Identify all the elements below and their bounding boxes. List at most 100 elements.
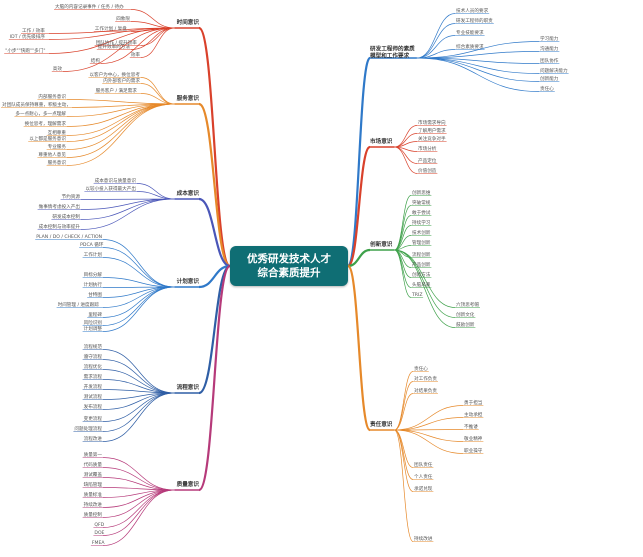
branch-innovation-label[interactable]: 创新意识 bbox=[369, 240, 393, 248]
branch-time-item[interactable]: 团队协作 / 提升效率 bbox=[96, 39, 138, 46]
branch-plan-item[interactable]: 里程碑 bbox=[88, 311, 102, 318]
branch-innovation-item[interactable]: 创新文化 bbox=[456, 311, 475, 318]
branch-innovation-item[interactable]: 六顶思考帽 bbox=[456, 301, 479, 308]
branch-quality-item[interactable]: 质量控制 bbox=[84, 511, 103, 518]
branch-market-item[interactable]: 价值创造 bbox=[418, 167, 437, 174]
branch-plan-item[interactable]: PDCA 循环 bbox=[80, 241, 104, 248]
branch-time-label[interactable]: 时间意识 bbox=[177, 18, 200, 26]
branch-cost-label[interactable]: 成本意识 bbox=[177, 189, 200, 197]
branch-responsibility-label[interactable]: 责任意识 bbox=[370, 420, 393, 428]
branch-role-item[interactable]: 问题解决能力 bbox=[540, 67, 568, 74]
branch-responsibility-item[interactable]: 不推诿 bbox=[464, 423, 478, 430]
branch-service-item[interactable]: 内部服务意识 bbox=[38, 93, 66, 100]
branch-innovation-item[interactable]: 头脑风暴 bbox=[412, 281, 431, 288]
branch-quality-item[interactable]: 测试覆盖 bbox=[84, 471, 103, 478]
branch-responsibility-item[interactable]: 对结果负责 bbox=[414, 387, 437, 394]
branch-cost-item[interactable]: 节约资源 bbox=[62, 193, 81, 200]
branch-plan-item[interactable]: 计划执行 bbox=[84, 281, 103, 288]
branch-innovation-item[interactable]: 创新思维 bbox=[412, 189, 431, 196]
branch-innovation-item[interactable]: 管理创新 bbox=[412, 239, 431, 246]
branch-responsibility-item[interactable]: 勇于担当 bbox=[464, 399, 483, 406]
branch-service-item[interactable]: 互相尊重 bbox=[48, 129, 67, 136]
branch-time-item[interactable]: 效率 bbox=[131, 51, 141, 58]
branch-cost-item[interactable]: 成本控制与效率提升 bbox=[39, 223, 81, 230]
branch-service-item[interactable]: 以上都是服务意识 bbox=[29, 135, 66, 142]
branch-role-item[interactable]: 综合素质要求 bbox=[456, 43, 484, 50]
branch-market-item[interactable]: 了解用户需求 bbox=[418, 127, 446, 134]
branch-plan-label[interactable]: 计划意识 bbox=[177, 277, 200, 285]
branch-plan-item[interactable]: 时间管理 / 进度跟踪 bbox=[58, 301, 100, 308]
branch-market-item[interactable]: 市场分析 bbox=[418, 145, 437, 152]
branch-process-item[interactable]: 需求流程 bbox=[84, 373, 103, 380]
branch-quality-item[interactable]: 代码质量 bbox=[84, 461, 103, 468]
branch-process-item[interactable]: 开发流程 bbox=[84, 383, 103, 390]
branch-innovation-item[interactable]: 流程创新 bbox=[412, 251, 431, 258]
branch-process-item[interactable]: 测试流程 bbox=[84, 393, 103, 400]
central-topic[interactable]: 优秀研发技术人才 综合素质提升 bbox=[230, 246, 348, 286]
branch-time-item[interactable]: "小步""快跑""多门" bbox=[5, 47, 45, 54]
branch-innovation-item[interactable]: 产品创新 bbox=[412, 261, 431, 268]
branch-quality-label[interactable]: 质量意识 bbox=[177, 480, 200, 488]
branch-role-item[interactable]: 沟通能力 bbox=[540, 45, 559, 52]
branch-quality-item[interactable]: 持续改进 bbox=[84, 501, 103, 508]
branch-role-item[interactable]: 团队协作 bbox=[540, 57, 559, 64]
branch-innovation-item[interactable]: 持续学习 bbox=[412, 219, 431, 226]
branch-time-item[interactable]: 四象限 bbox=[116, 15, 130, 22]
branch-process-label[interactable]: 流程意识 bbox=[177, 383, 200, 391]
branch-time-item[interactable]: 高效 bbox=[53, 65, 63, 72]
branch-service-item[interactable]: 尊重他人意见 bbox=[38, 151, 66, 158]
branch-innovation-item[interactable]: 鼓励创新 bbox=[456, 321, 475, 328]
branch-plan-item[interactable]: 计划调整 bbox=[84, 325, 103, 332]
branch-quality-item[interactable]: 质量标准 bbox=[84, 491, 103, 498]
branch-market-item[interactable]: 关注竞争对手 bbox=[418, 135, 446, 142]
branch-process-item[interactable]: 流程规范 bbox=[84, 343, 103, 350]
branch-responsibility-item[interactable]: 敬业精神 bbox=[464, 435, 483, 442]
branch-role-item[interactable]: 技术人员的要求 bbox=[456, 7, 489, 14]
branch-cost-item[interactable]: 做事情考虑投入产出 bbox=[39, 203, 81, 210]
branch-responsibility-item[interactable]: 主动承担 bbox=[464, 411, 483, 418]
branch-role-item[interactable]: 专业技能要求 bbox=[456, 29, 484, 36]
branch-time-item[interactable]: 工作 / 效率 bbox=[22, 27, 45, 34]
branch-time-item[interactable]: 大脑的内容记录事件 / 任务 / 待办 bbox=[55, 3, 124, 10]
branch-responsibility-item[interactable]: 持续改进 bbox=[414, 535, 433, 542]
branch-responsibility-item[interactable]: 承诺兑现 bbox=[414, 485, 433, 492]
branch-time-item[interactable]: 提升效率的方法 bbox=[98, 43, 131, 50]
branch-role-item[interactable]: 责任心 bbox=[540, 85, 554, 92]
branch-role-item[interactable]: 学习能力 bbox=[540, 35, 559, 42]
branch-responsibility-item[interactable]: 个人责任 bbox=[414, 473, 433, 480]
branch-process-item[interactable]: 变更流程 bbox=[84, 415, 103, 422]
branch-process-item[interactable]: 遵守流程 bbox=[84, 353, 103, 360]
branch-plan-item[interactable]: 风险识别 bbox=[84, 319, 103, 326]
branch-process-item[interactable]: 问题处理流程 bbox=[74, 425, 102, 432]
branch-service-item[interactable]: 以客户为中心，换位思考 bbox=[89, 71, 140, 78]
branch-plan-item[interactable]: PLAN / DO / CHECK / ACTION bbox=[36, 234, 102, 240]
branch-cost-item[interactable]: 研发成本控制 bbox=[52, 213, 80, 220]
branch-process-item[interactable]: 流程优化 bbox=[84, 363, 103, 370]
branch-market-label[interactable]: 市场意识 bbox=[370, 137, 393, 145]
branch-innovation-item[interactable]: TRIZ bbox=[411, 292, 423, 298]
branch-cost-item[interactable]: 以较小投入获得最大产出 bbox=[85, 185, 136, 192]
branch-cost-item[interactable]: 成本意识与质量意识 bbox=[95, 177, 137, 184]
branch-service-label[interactable]: 服务意识 bbox=[177, 94, 200, 102]
branch-innovation-item[interactable]: 敢于尝试 bbox=[412, 209, 431, 216]
branch-plan-item[interactable]: 甘特图 bbox=[88, 291, 102, 298]
branch-time-item[interactable]: 工作计划 / 复盘 bbox=[95, 25, 127, 32]
branch-role-item[interactable]: 创新能力 bbox=[540, 75, 559, 82]
branch-time-item[interactable]: 结构 bbox=[91, 57, 101, 64]
branch-role-item[interactable]: 研发工程师的职责 bbox=[456, 17, 493, 24]
branch-quality-item[interactable]: 缺陷管理 bbox=[84, 481, 103, 488]
branch-service-item[interactable]: 换位思考，理解需求 bbox=[25, 120, 67, 127]
branch-innovation-item[interactable]: 创新方法 bbox=[412, 271, 431, 278]
branch-plan-item[interactable]: 目标分解 bbox=[84, 271, 103, 278]
branch-role-label[interactable]: 模型和工作要求 bbox=[370, 52, 410, 60]
branch-service-item[interactable]: 对团队成员保持尊重，积极主动， bbox=[2, 101, 71, 108]
branch-quality-item[interactable]: QFD bbox=[94, 522, 104, 528]
branch-responsibility-item[interactable]: 责任心 bbox=[414, 365, 428, 372]
branch-plan-item[interactable]: 工作计划 bbox=[84, 251, 103, 258]
branch-innovation-item[interactable]: 技术创新 bbox=[412, 229, 431, 236]
branch-responsibility-item[interactable]: 对工作负责 bbox=[414, 375, 437, 382]
branch-service-item[interactable]: 专业服务 bbox=[48, 143, 67, 150]
branch-process-item[interactable]: 流程改进 bbox=[84, 435, 103, 442]
branch-process-item[interactable]: 发布流程 bbox=[84, 403, 103, 410]
branch-service-item[interactable]: 服务客户 / 满足需求 bbox=[96, 87, 138, 94]
